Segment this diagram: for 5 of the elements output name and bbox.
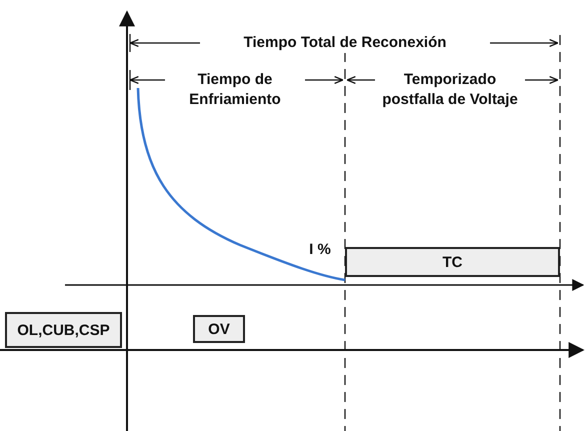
dimension-label: Tiempo Total de Reconexión [200, 33, 490, 53]
dimension-label: Temporizado postfalla de Voltaje [375, 70, 525, 110]
signal-box: OV [193, 315, 245, 343]
signal-box: OL,CUB,CSP [5, 312, 122, 348]
signal-box: TC [345, 247, 560, 277]
